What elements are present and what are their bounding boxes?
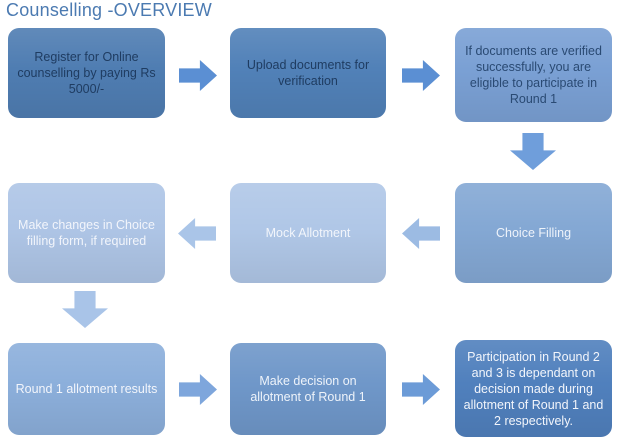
arrow-right-icon — [402, 374, 440, 405]
flow-box-make-decision: Make decision on allotment of Round 1 — [230, 343, 386, 435]
arrow-right-icon — [402, 60, 440, 91]
arrow-right-icon — [179, 60, 217, 91]
flow-box-label: Upload documents for verification — [246, 58, 370, 88]
flow-box-label: Round 1 allotment results — [15, 382, 158, 396]
arrow-left-icon — [178, 218, 216, 249]
flow-box-label: Make decision on allotment of Round 1 — [250, 374, 366, 404]
flow-box-label: Mock Allotment — [265, 226, 351, 240]
arrow-left-icon — [402, 218, 440, 249]
flow-box-mock-allotment: Mock Allotment — [230, 183, 386, 283]
flow-box-label: If documents are verified successfully, … — [465, 44, 602, 106]
flow-box-round1-results: Round 1 allotment results — [8, 343, 165, 435]
flow-box-label: Make changes in Choice filling form, if … — [18, 218, 155, 248]
flow-box-make-changes: Make changes in Choice filling form, if … — [8, 183, 165, 283]
flow-box-choice-filling: Choice Filling — [455, 183, 612, 283]
flow-box-label: Choice Filling — [495, 226, 572, 240]
flow-box-participation: Participation in Round 2 and 3 is depend… — [455, 340, 612, 437]
page-title: Counselling -OVERVIEW — [6, 0, 212, 20]
arrow-down-icon — [62, 291, 108, 328]
arrow-right-icon — [179, 374, 217, 405]
flow-box-label: Participation in Round 2 and 3 is depend… — [463, 349, 604, 428]
flow-box-upload-documents: Upload documents for verification — [230, 28, 386, 118]
flow-box-register: Register for Online counselling by payin… — [8, 28, 165, 118]
arrow-down-icon — [510, 133, 556, 170]
flow-box-label: Register for Online counselling by payin… — [17, 50, 156, 96]
flow-box-documents-verified: If documents are verified successfully, … — [455, 28, 612, 122]
